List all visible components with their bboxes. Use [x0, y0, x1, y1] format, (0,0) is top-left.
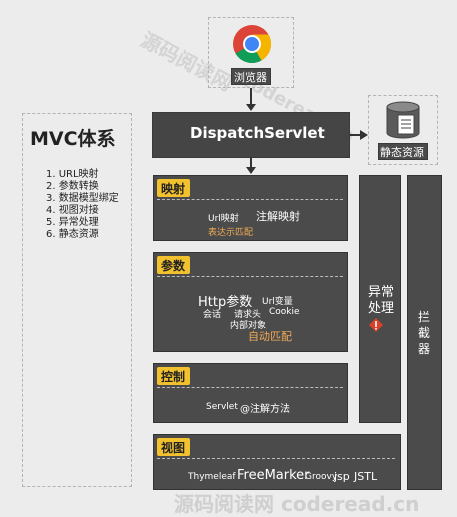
- dispatch-servlet-box: [152, 112, 350, 158]
- jsp: jsp: [334, 470, 350, 483]
- request-header: 请求头: [234, 310, 262, 320]
- exception-label: 异常处理: [368, 285, 395, 316]
- arrow-head-icon: [246, 104, 256, 111]
- arrow-dispatch-mapping: [250, 158, 252, 170]
- browser-box: [208, 17, 294, 88]
- control-separator: [157, 387, 343, 388]
- mvc-item: 3. 数据模型绑定: [46, 193, 119, 204]
- arrow-right-icon: [360, 130, 368, 140]
- params-tag: 参数: [157, 256, 191, 274]
- mvc-system-box: [22, 113, 132, 487]
- expression-match: 表达示匹配: [208, 228, 254, 238]
- mvc-item: 2. 参数转换: [46, 181, 99, 192]
- alert-icon: [368, 317, 384, 333]
- view-panel: [153, 434, 401, 490]
- view-tag: 视图: [157, 438, 191, 456]
- arrow-head-icon: [246, 167, 256, 174]
- auto-match: 自动匹配: [248, 330, 292, 343]
- static-resources-box: [368, 95, 438, 165]
- browser-label-text: 浏览器: [234, 71, 267, 84]
- static-label-text: 静态资源: [380, 146, 424, 159]
- params-separator: [157, 276, 343, 277]
- control-tag: 控制: [157, 367, 191, 385]
- mapping-separator: [157, 199, 343, 200]
- browser-label: [231, 68, 271, 85]
- mvc-title: MVC体系: [30, 128, 116, 150]
- mapping-tag: 映射: [157, 179, 191, 197]
- internal-object: 内部对象: [230, 321, 267, 331]
- exception-column: [359, 175, 401, 423]
- servlet: Servlet: [206, 402, 238, 412]
- groovy: Groovy: [305, 472, 338, 482]
- arrow-dispatch-static: [350, 134, 362, 136]
- freemarker: FreeMarker: [237, 468, 310, 483]
- mvc-item: 5. 异常处理: [46, 217, 99, 228]
- view-separator: [157, 458, 395, 459]
- annotation-mapping: 注解映射: [256, 210, 300, 223]
- session: 会话: [203, 310, 222, 320]
- mvc-item: 1. URL映射: [46, 169, 99, 180]
- url-variable: Url变量: [262, 297, 293, 307]
- chrome-icon: [232, 24, 272, 64]
- interceptor-label: 拦截器: [418, 310, 431, 356]
- static-label: [378, 143, 428, 160]
- watermark-bottom: 源码阅读网 coderead.cn: [174, 492, 420, 516]
- url-mapping: Url映射: [208, 214, 239, 224]
- cookie: Cookie: [269, 307, 300, 317]
- dispatch-servlet-label: DispatchServlet: [190, 124, 325, 142]
- annotation-method: @注解方法: [240, 404, 290, 415]
- interceptor-column: [407, 175, 442, 490]
- thymeleaf: Thymeleaf: [188, 472, 236, 482]
- mvc-item: 6. 静态资源: [46, 229, 99, 240]
- arrow-browser-dispatch: [250, 88, 252, 108]
- http-params: Http参数: [198, 295, 253, 310]
- database-icon: [384, 100, 422, 140]
- jstl: JSTL: [354, 470, 378, 483]
- mvc-item: 4. 视图对接: [46, 205, 99, 216]
